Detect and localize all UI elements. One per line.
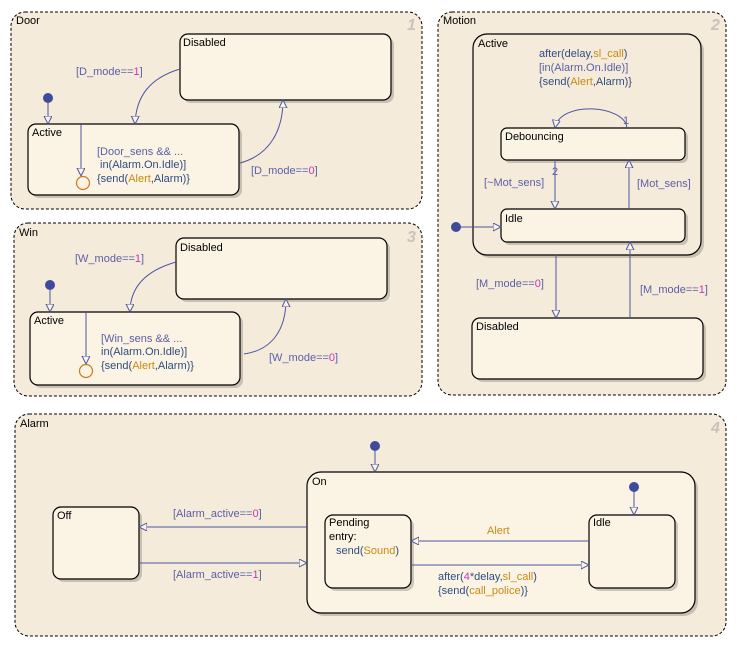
door-junction[interactable]: [75, 175, 91, 191]
door-order-number: 1: [407, 17, 416, 34]
alarm-idle-label: Idle: [593, 517, 611, 529]
door-to-active-transition[interactable]: [135, 68, 181, 124]
win-chart[interactable]: Win 3 Disabled Active [W_mode==1] [W_mod…: [13, 222, 423, 397]
win-to-disabled-guard: [W_mode==0]: [269, 352, 338, 364]
door-to-disabled-transition[interactable]: [239, 100, 283, 164]
win-active-label: Active: [34, 315, 64, 327]
alarm-to-idle-action: {send(call_police)}: [438, 585, 528, 597]
motion-to-disabled-guard: [M_mode==0]: [476, 278, 544, 290]
win-alert-guard-line1: [Win_sens && ...: [101, 333, 182, 345]
win-to-active-guard: [W_mode==1]: [75, 253, 144, 265]
motion-chart[interactable]: Motion 2 Active after(delay,sl_call) [in…: [437, 11, 727, 396]
motion-self-transition-order: 1: [623, 115, 629, 127]
alarm-on-default-transition-dot[interactable]: [629, 482, 639, 492]
motion-idle-state[interactable]: [500, 208, 686, 243]
alarm-chart-title: Alarm: [20, 418, 49, 430]
door-alert-guard-line2: in(Alarm.On.Idle)]: [100, 159, 186, 171]
motion-after-event: after(delay,sl_call): [539, 48, 627, 60]
motion-after-action: {send(Alert,Alarm)}: [539, 76, 632, 88]
alarm-pending-entry-action: send(Sound): [336, 545, 399, 557]
alarm-default-transition-dot[interactable]: [370, 441, 380, 451]
door-default-transition-dot[interactable]: [43, 93, 53, 103]
door-active-label: Active: [32, 127, 62, 139]
alarm-pending-entry-label: entry:: [329, 531, 357, 543]
motion-disabled-state[interactable]: [471, 317, 704, 380]
alarm-pending-state[interactable]: [324, 514, 412, 589]
win-chart-title: Win: [19, 227, 38, 239]
motion-to-idle-guard: [~Mot_sens]: [484, 177, 544, 189]
motion-disabled-label: Disabled: [476, 321, 519, 333]
door-disabled-label: Disabled: [183, 37, 226, 49]
motion-default-transition-dot[interactable]: [451, 222, 461, 232]
motion-to-idle-order: 2: [552, 166, 558, 178]
alarm-off-label: Off: [57, 510, 72, 522]
win-order-number: 3: [407, 229, 416, 246]
win-active-state[interactable]: [29, 311, 241, 386]
alarm-to-idle-event: after(4*delay,sl_call): [438, 571, 537, 583]
win-disabled-label: Disabled: [180, 242, 223, 254]
door-chart-title: Door: [16, 15, 40, 27]
motion-to-debouncing-guard: [Mot_sens]: [637, 178, 691, 190]
alarm-to-off-guard: [Alarm_active==0]: [173, 508, 262, 520]
win-alert-guard-line2: in(Alarm.On.Idle)]: [101, 346, 187, 358]
motion-chart-title: Motion: [443, 15, 476, 27]
door-chart[interactable]: Door 1 Disabled Active [D_mode==1] [D_mo…: [10, 11, 423, 210]
motion-order-number: 2: [710, 17, 720, 34]
win-to-active-transition[interactable]: [130, 261, 177, 312]
win-disabled-state[interactable]: [175, 237, 388, 300]
door-alert-action: {send(Alert,Alarm)}: [97, 173, 190, 185]
alarm-to-pending-event: Alert: [487, 525, 510, 537]
win-to-disabled-transition[interactable]: [243, 299, 286, 355]
motion-to-active-guard: [M_mode==1]: [640, 284, 708, 296]
motion-debouncing-state[interactable]: [500, 127, 686, 161]
motion-after-guard: [in(Alarm.On.Idle)]: [539, 62, 628, 74]
alarm-order-number: 4: [710, 420, 720, 437]
motion-active-label: Active: [478, 38, 508, 50]
motion-debouncing-label: Debouncing: [505, 131, 564, 143]
alarm-to-on-guard: [Alarm_active==1]: [173, 569, 262, 581]
alarm-chart[interactable]: Alarm 4 Off On [Alarm_active==0] [Alarm_…: [14, 413, 727, 637]
motion-debouncing-self-transition[interactable]: [555, 108, 628, 128]
door-to-disabled-guard: [D_mode==0]: [251, 165, 318, 177]
alarm-pending-label: Pending: [329, 517, 369, 529]
win-junction[interactable]: [78, 363, 94, 379]
alarm-off-state[interactable]: [52, 506, 140, 580]
door-to-active-guard: [D_mode==1]: [76, 66, 143, 78]
win-default-transition-dot[interactable]: [45, 280, 55, 290]
alarm-on-label: On: [312, 476, 327, 488]
motion-idle-label: Idle: [505, 213, 523, 225]
door-alert-guard-line1: [Door_sens && ...: [97, 146, 183, 158]
win-alert-action: {send(Alert,Alarm)}: [101, 360, 194, 372]
